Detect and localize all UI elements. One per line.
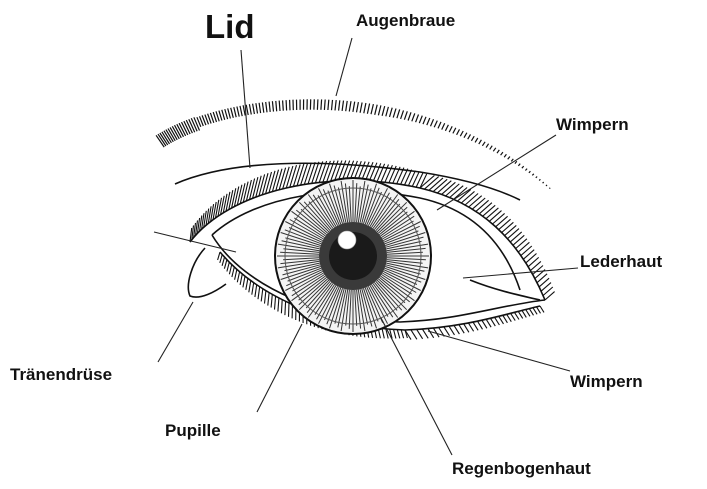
label-augenbraue: Augenbraue	[356, 12, 455, 29]
label-wimpern-top: Wimpern	[556, 116, 629, 133]
label-traenendruese: Tränendrüse	[10, 366, 112, 383]
label-regenbogenhaut: Regenbogenhaut	[452, 460, 591, 477]
eyebrow-drawing	[156, 99, 550, 188]
label-pupille: Pupille	[165, 422, 221, 439]
label-wimpern-bottom: Wimpern	[570, 373, 643, 390]
label-lid: Lid	[205, 10, 254, 43]
iris-drawing	[275, 178, 431, 334]
label-lederhaut: Lederhaut	[580, 253, 662, 270]
